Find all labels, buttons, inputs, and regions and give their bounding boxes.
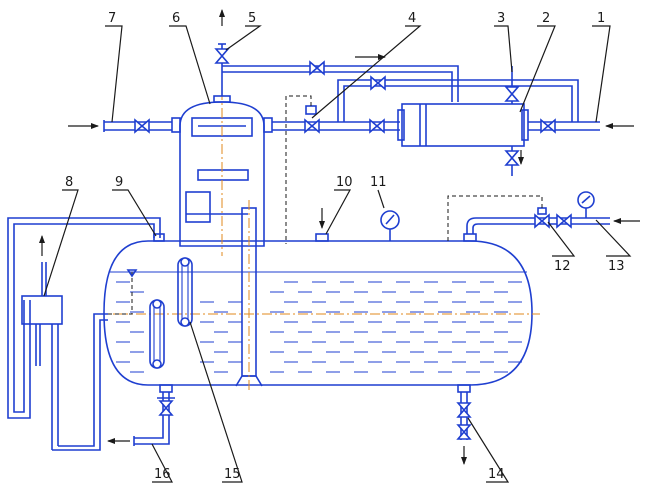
- inlet-line-1: [528, 119, 634, 133]
- drain-14: [457, 384, 471, 465]
- heat-exchanger: [397, 66, 529, 176]
- inlet-line-7: [68, 119, 172, 133]
- callout-3: 3: [497, 11, 505, 26]
- callout-14: 14: [488, 467, 505, 482]
- callout-2: 2: [542, 11, 550, 26]
- liquid-hatching: [116, 281, 522, 373]
- bypass-lines: [337, 76, 579, 122]
- callout-leaders: [43, 25, 632, 483]
- receiver-tank: [100, 240, 540, 386]
- callout-11: 11: [370, 175, 387, 190]
- callout-5: 5: [248, 11, 256, 26]
- pressure-gauge-11: [380, 210, 400, 241]
- sight-glasses: [149, 257, 193, 369]
- callout-10: 10: [336, 175, 353, 190]
- drain-16: [107, 384, 175, 446]
- callout-9: 9: [115, 175, 123, 190]
- inlet-line-12: [447, 191, 640, 244]
- callout-1: 1: [597, 11, 605, 26]
- callout-13: 13: [608, 259, 625, 274]
- level-loop: [7, 217, 165, 419]
- top-outlet: [215, 9, 459, 102]
- nozzle-10: [315, 208, 329, 242]
- callout-7: 7: [108, 11, 116, 26]
- callout-15: 15: [224, 467, 241, 482]
- callout-8: 8: [65, 175, 73, 190]
- gas-line-4: [272, 95, 400, 244]
- callout-12: 12: [554, 259, 571, 274]
- separator-vessel: [171, 90, 273, 256]
- callout-6: 6: [172, 11, 180, 26]
- standpipe: [235, 200, 263, 392]
- callout-labels: 1 2 3 4 5 6 7 8 9 10 11 12 13 14 15 16: [65, 11, 625, 482]
- level-gauge-8: [21, 235, 138, 451]
- callout-4: 4: [408, 11, 416, 26]
- callout-16: 16: [154, 467, 171, 482]
